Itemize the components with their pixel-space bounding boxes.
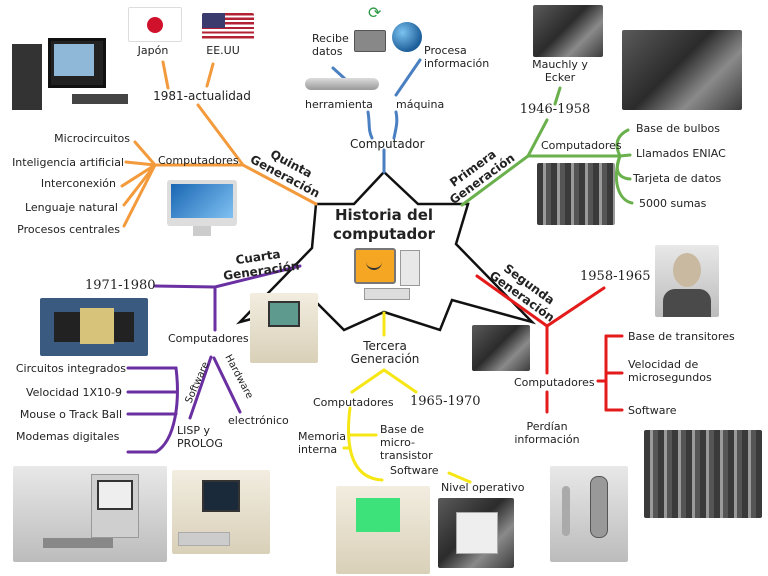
second-feature: Software — [628, 404, 677, 417]
third-generation-label: Tercera Generación — [350, 339, 420, 366]
fifth-feature: Procesos centrales — [17, 223, 120, 236]
first-generation-branches — [460, 86, 634, 207]
procesa-informacion-label: Procesa información — [424, 44, 490, 70]
first-feature: Llamados ENIAC — [636, 147, 726, 160]
fourth-feature: Mouse o Track Ball — [19, 408, 122, 421]
country-usa-label: EE.UU — [206, 44, 240, 57]
microchip-photo — [438, 498, 514, 568]
third-feature: Software — [390, 464, 439, 477]
fifth-feature: Lenguaje natural — [24, 201, 118, 214]
vacuum-tube-photo — [550, 466, 628, 562]
definition-herramienta-label: herramienta — [305, 98, 373, 111]
country-japan-label: Japón — [137, 44, 169, 57]
first-feature: 5000 sumas — [639, 197, 707, 210]
third-generation-branches — [342, 311, 472, 484]
first-feature: Tarjeta de datos — [633, 172, 722, 185]
usa-flag — [202, 13, 254, 40]
globe-icon — [392, 22, 422, 52]
third-computers-label: Computadores — [313, 396, 394, 409]
third-software-detail: Nivel operativo — [441, 481, 525, 494]
third-feature: Base de micro-transistor — [380, 423, 433, 462]
second-feature: Velocidad de microsegundos — [628, 358, 712, 384]
fourth-software-detail: LISP y PROLOG — [177, 424, 223, 450]
fifth-computers-label: Computadores — [158, 154, 239, 167]
fifth-feature: Interconexión — [40, 177, 116, 190]
second-note-label: Perdían información — [514, 420, 580, 446]
fourth-feature: Velocidad 1X10-9 — [25, 386, 122, 399]
fourth-generation-branches — [126, 264, 302, 454]
second-computers-label: Computadores — [514, 376, 595, 389]
fourth-computers-label: Computadores — [168, 332, 249, 345]
transistor-computer-photo — [472, 325, 530, 371]
fifth-generation-branches — [120, 60, 318, 228]
recibe-datos-label: Recibe datos — [312, 32, 349, 58]
mainframe-photo — [644, 430, 762, 518]
macintosh-photo — [13, 466, 167, 562]
laptop-icon — [354, 30, 386, 52]
second-period-label: 1958-1965 — [580, 269, 651, 284]
imac-photo — [165, 180, 249, 244]
desktop-pc-photo — [12, 38, 132, 116]
eniac-room-photo — [622, 30, 742, 110]
macintosh-128k-photo — [250, 293, 318, 363]
diagram-title: Historia del computador — [333, 206, 435, 243]
third-feature: Memoria interna — [298, 430, 347, 456]
wrench-icon — [305, 78, 379, 90]
first-period-label: 1946-1958 — [519, 102, 591, 117]
cycle-arrow-icon: ⟳ — [368, 3, 382, 22]
definition-maquina-label: máquina — [396, 98, 445, 111]
intel-chip-photo — [40, 298, 148, 356]
japan-flag — [128, 7, 182, 42]
scientist-portrait — [655, 245, 719, 317]
fifth-period-label: 1981-actualidad — [153, 89, 251, 103]
fifth-feature: Microcircuitos — [54, 132, 130, 145]
eniac-racks-photo — [537, 163, 615, 225]
second-generation-branches — [475, 274, 624, 414]
definition-branch — [331, 58, 422, 174]
second-feature: Base de transitores — [628, 330, 735, 343]
mauchly-eckert-photo — [533, 5, 603, 57]
fourth-feature: Modemas digitales — [16, 430, 120, 443]
definition-root-label: Computador — [350, 137, 425, 151]
apple-ii-photo — [172, 470, 270, 554]
first-computers-label: Computadores — [541, 139, 622, 152]
first-feature: Base de bulbos — [636, 122, 720, 135]
smiley-computer-icon — [352, 246, 424, 304]
fourth-feature: Circuitos integrados — [15, 362, 126, 375]
fourth-hardware-detail: electrónico — [228, 414, 289, 427]
first-inventors-label: Mauchly y Ecker — [532, 58, 588, 84]
ibm-pc-photo — [336, 486, 430, 574]
fourth-period-label: 1971-1980 — [85, 278, 156, 293]
third-period-label: 1965-1970 — [410, 394, 481, 409]
fifth-feature: Inteligencia artificial — [12, 156, 124, 169]
